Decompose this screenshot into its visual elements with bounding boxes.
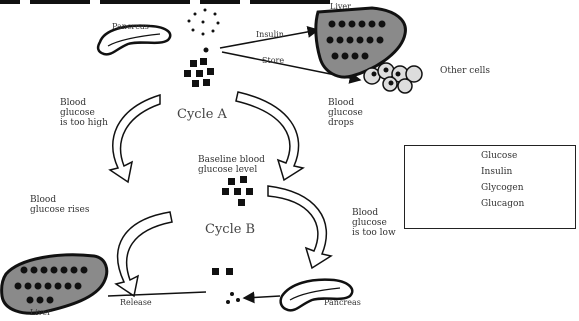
- cycle-a-left-arrow: [108, 93, 161, 184]
- cycle-b-label: Cycle B: [205, 222, 256, 237]
- release-label: Release: [120, 298, 152, 307]
- blood-glucose-too-high-label: Blood glucose is too high: [60, 98, 108, 128]
- legend-item: Glucagon: [411, 198, 571, 212]
- cycle-b-left-arrow: [114, 211, 173, 298]
- liver-bottom-label: Liver: [30, 308, 51, 317]
- legend-item: Insulin: [411, 166, 571, 180]
- other-cells-label: Other cells: [440, 66, 491, 76]
- pancreas-top-icon: [96, 24, 172, 56]
- blood-glucose-drops-label: Blood glucose drops: [328, 98, 363, 128]
- legend-box: Glucose Insulin Glycogen Glucagon: [404, 145, 576, 229]
- legend-label-glycogen: Glycogen: [481, 183, 524, 193]
- glucose-cluster-top: [184, 58, 214, 87]
- legend-item: Glucose: [411, 150, 571, 164]
- legend-label-glucose: Glucose: [481, 151, 518, 161]
- glucose-cluster-middle: [222, 176, 253, 206]
- other-cells-icon: [363, 62, 423, 94]
- cycle-b-right-arrow: [267, 185, 333, 270]
- islet-dotted-circle: [187, 8, 220, 36]
- blood-glucose-rises-label: Blood glucose rises: [30, 195, 90, 215]
- arrow-to-liver: [219, 25, 320, 49]
- arrow-glucagon: [242, 291, 281, 304]
- liver-bottom-icon: [0, 253, 109, 315]
- pancreas-bottom-icon: [279, 278, 354, 312]
- blood-glucose-too-low-label: Blood glucose is too low: [352, 208, 396, 238]
- cycle-a-right-arrow: [235, 91, 305, 182]
- cycle-a-label: Cycle A: [177, 107, 227, 122]
- legend-item: Glycogen: [411, 182, 571, 196]
- liver-top-label: Liver: [330, 2, 351, 11]
- store-label: Store: [262, 56, 285, 65]
- insulin-label: Insulin: [256, 30, 284, 39]
- top-caption-strip: [0, 0, 330, 6]
- baseline-blood-glucose-label: Baseline blood glucose level: [198, 155, 265, 175]
- release-line: [107, 291, 207, 297]
- pancreas-bottom-label: Pancreas: [324, 298, 361, 307]
- legend-label-glucagon: Glucagon: [481, 199, 525, 209]
- glucose-cluster-bottom: [212, 268, 240, 304]
- legend-label-insulin: Insulin: [481, 167, 513, 177]
- pancreas-top-label: Pancreas: [112, 22, 149, 31]
- insulin-dot: [203, 47, 209, 53]
- liver-top-icon: [314, 6, 407, 79]
